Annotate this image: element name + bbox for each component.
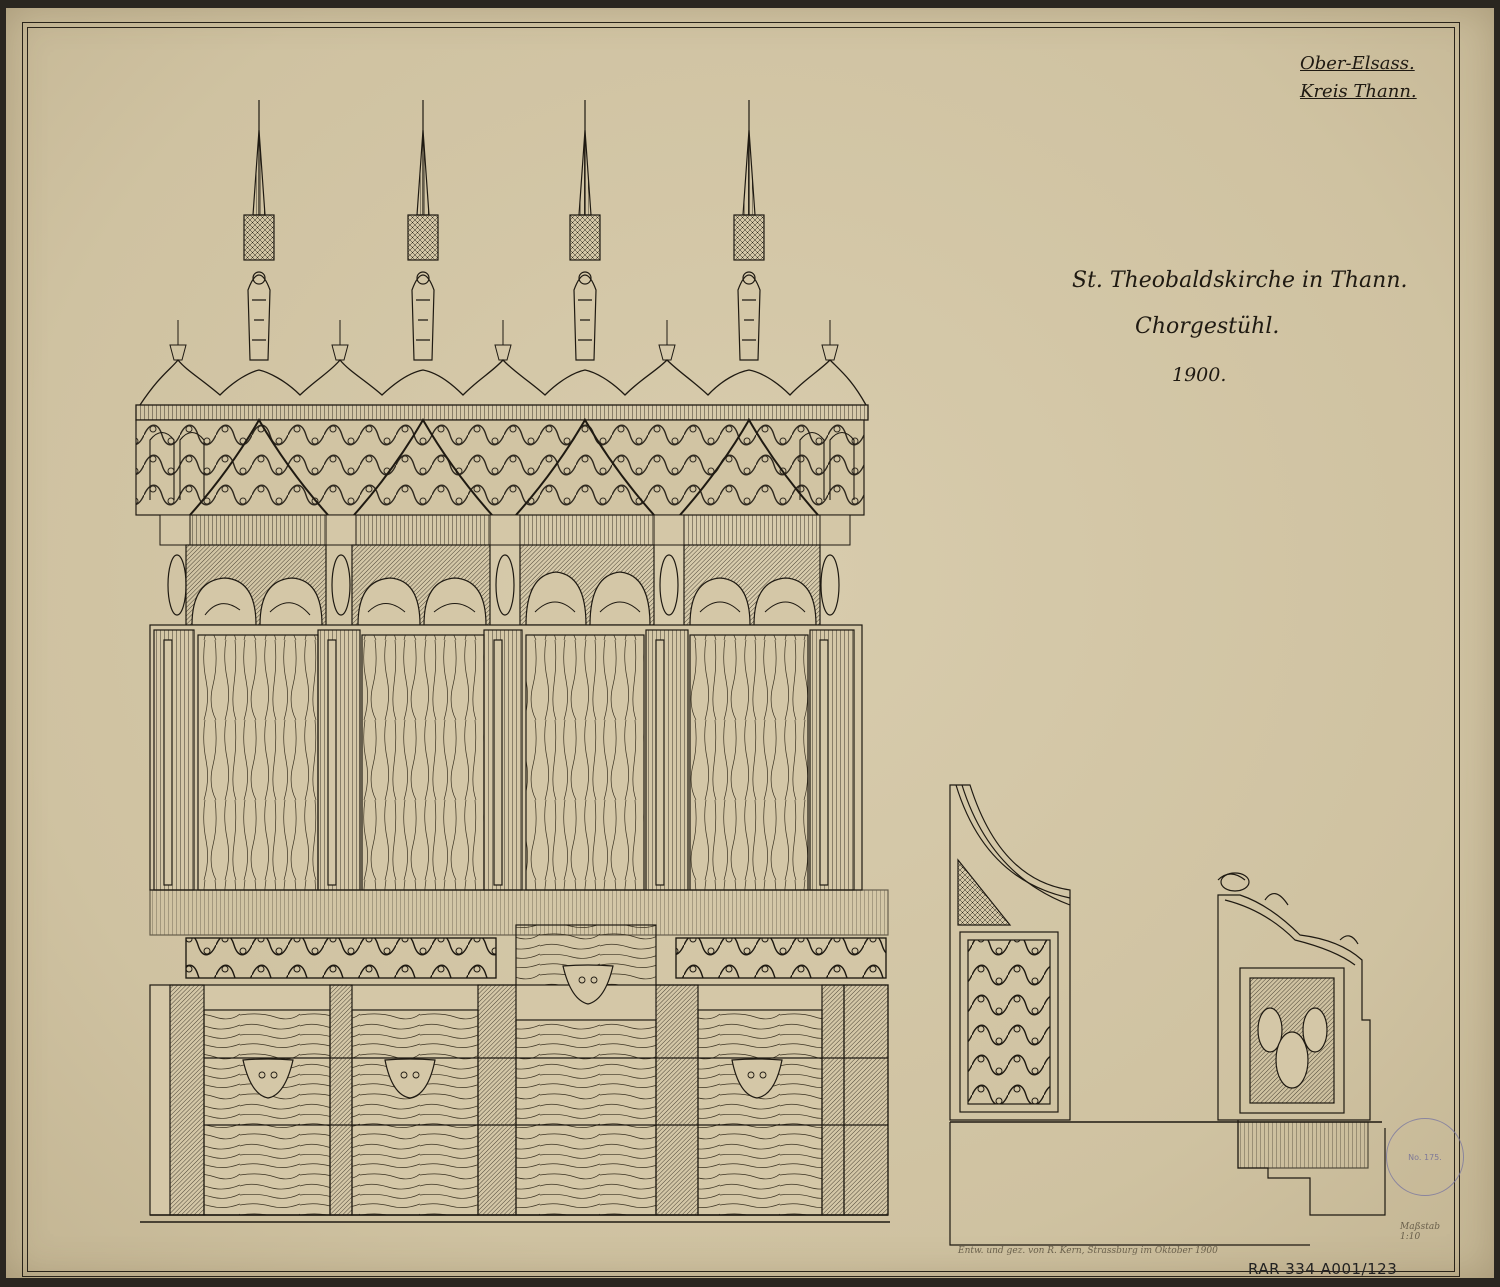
back-panels bbox=[149, 624, 863, 891]
stamp-number: No. 175. bbox=[1408, 1152, 1442, 1162]
plinth bbox=[140, 1214, 890, 1223]
capital-row bbox=[159, 514, 851, 546]
pencil-signature: Entw. und gez. von R. Kern, Strassburg i… bbox=[958, 1246, 1218, 1256]
drawing-title: St. Theobaldskirche in Thann. bbox=[1072, 268, 1408, 293]
sheet-border-outer bbox=[22, 22, 1460, 1277]
side-section-panel bbox=[949, 784, 1382, 1246]
finials bbox=[169, 320, 839, 361]
archive-number: RAR 334 A001/123 bbox=[1248, 1260, 1398, 1278]
cresting bbox=[135, 358, 869, 421]
drawing-year: 1900. bbox=[1172, 364, 1227, 386]
pencil-scale: Maßstab 1:10 bbox=[1400, 1222, 1440, 1242]
relief-lunettes bbox=[167, 544, 840, 626]
region-line-1: Ober-Elsass. bbox=[1300, 53, 1415, 74]
region-line-2: Kreis Thann. bbox=[1300, 81, 1417, 102]
drawing-subtitle: Chorgestühl. bbox=[1135, 314, 1280, 339]
sheet-border-inner bbox=[27, 27, 1455, 1272]
side-elevation-stall bbox=[1217, 872, 1386, 1216]
spires bbox=[243, 100, 765, 361]
region-label: Ober-Elsass. Kreis Thann. bbox=[1300, 50, 1417, 106]
lower-seats bbox=[149, 964, 889, 1216]
canopy-tracery bbox=[135, 418, 865, 516]
archive-stamp: No. 175. bbox=[1386, 1118, 1464, 1196]
